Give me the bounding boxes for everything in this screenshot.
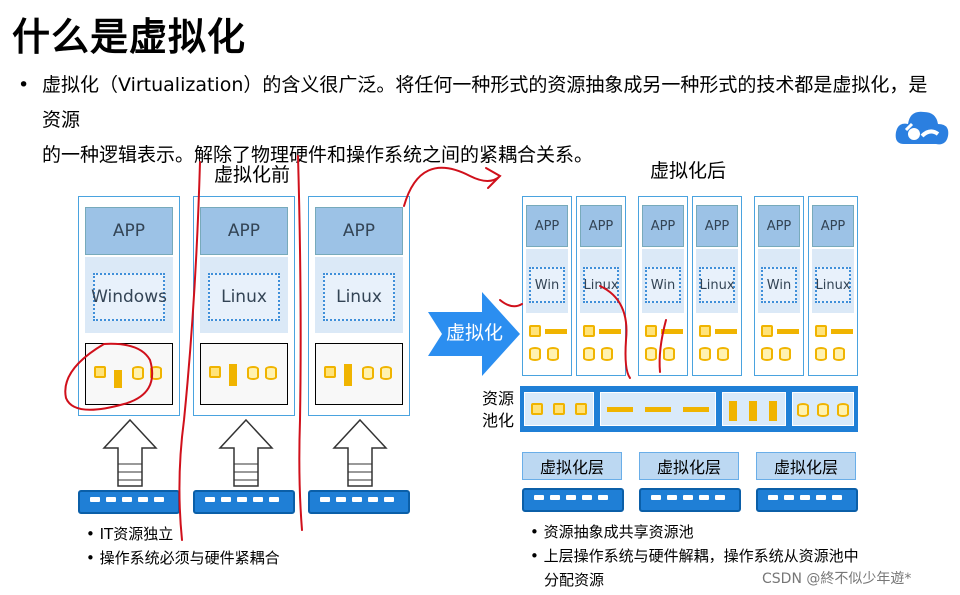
virtualization-layer: 虚拟化层 [639, 452, 739, 480]
virtualize-arrow-icon [428, 292, 520, 376]
disk-pool [792, 392, 854, 426]
app-box: APP [812, 205, 854, 247]
virtual-machine: APP Linux [692, 196, 742, 376]
after-heading: 虚拟化后 [650, 160, 727, 182]
app-box: APP [642, 205, 684, 247]
physical-machine-2: APP Linux [193, 196, 295, 416]
cloud-logo-icon [892, 104, 952, 156]
os-box: Linux [699, 267, 735, 303]
note-item: • 上层操作系统与硬件解耦，操作系统从资源池中 [530, 547, 859, 565]
page-title: 什么是虚拟化 [12, 15, 247, 59]
app-box: APP [696, 205, 738, 247]
note-item: • IT资源独立 [86, 525, 174, 543]
intro-line-1: 虚拟化（Virtualization）的含义很广泛。将任何一种形式的资源抽象成另… [42, 74, 928, 131]
server-icon [308, 490, 410, 514]
server-icon [522, 488, 624, 512]
note-item: • 操作系统必须与硬件紧耦合 [86, 549, 280, 567]
server-icon [78, 490, 180, 514]
virtual-machine: APP Win [638, 196, 688, 376]
vm-hardware [527, 321, 569, 371]
os-box: Win [529, 267, 565, 303]
vm-hardware [759, 321, 801, 371]
vm-hardware [697, 321, 739, 371]
os-box: Win [761, 267, 797, 303]
app-box: APP [526, 205, 568, 247]
resource-pool [520, 386, 858, 432]
note-item: 分配资源 [544, 571, 605, 589]
bullet-dot: • [18, 74, 30, 96]
os-box: Windows [91, 273, 167, 321]
virtual-machine: APP Win [522, 196, 572, 376]
os-box: Linux [323, 273, 395, 321]
intro-line-2: 的一种逻辑表示。解除了物理硬件和操作系统之间的紧耦合关系。 [42, 144, 594, 166]
before-heading: 虚拟化前 [214, 164, 291, 186]
after-notes: • 资源抽象成共享资源池 • 上层操作系统与硬件解耦，操作系统从资源池中 分配资… [530, 520, 859, 592]
os-box: Win [645, 267, 681, 303]
up-arrow-icon [332, 418, 388, 487]
os-box: Linux [815, 267, 851, 303]
pool-label: 资源 池化 [482, 389, 515, 430]
before-notes: • IT资源独立 • 操作系统必须与硬件紧耦合 [86, 522, 280, 570]
os-box: Linux [208, 273, 280, 321]
memory-pool [600, 392, 716, 426]
virtualize-label: 虚拟化 [446, 322, 504, 344]
note-item: • 资源抽象成共享资源池 [530, 523, 694, 541]
hardware-box [200, 343, 288, 405]
virtualization-layer: 虚拟化层 [522, 452, 622, 480]
physical-machine-1: APP Windows [78, 196, 180, 416]
server-icon [193, 490, 295, 514]
server-icon [756, 488, 858, 512]
app-box: APP [315, 207, 403, 255]
server-icon [639, 488, 741, 512]
intro-paragraph: 虚拟化（Virtualization）的含义很广泛。将任何一种形式的资源抽象成另… [42, 68, 942, 173]
virtual-machine: APP Linux [576, 196, 626, 376]
app-box: APP [580, 205, 622, 247]
physical-machine-3: APP Linux [308, 196, 410, 416]
app-box: APP [200, 207, 288, 255]
watermark: CSDN @終不似少年遊* [762, 571, 912, 587]
app-box: APP [758, 205, 800, 247]
app-box: APP [85, 207, 173, 255]
virtualization-layer: 虚拟化层 [756, 452, 856, 480]
virtual-machine: APP Linux [808, 196, 858, 376]
up-arrow-icon [218, 418, 274, 487]
vm-hardware [643, 321, 685, 371]
vm-hardware [581, 321, 623, 371]
virtual-machine: APP Win [754, 196, 804, 376]
cpu-pool [524, 392, 594, 426]
os-box: Linux [583, 267, 619, 303]
hardware-box [85, 343, 173, 405]
hardware-box [315, 343, 403, 405]
storage-pool [722, 392, 786, 426]
up-arrow-icon [102, 418, 158, 487]
vm-hardware [813, 321, 855, 371]
